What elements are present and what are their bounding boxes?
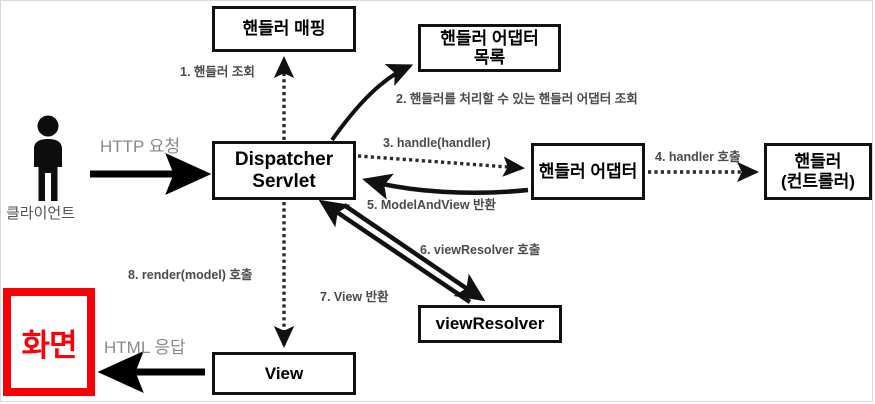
flow-label-http-request: HTTP 요청 [100, 137, 181, 156]
node-handler-mapping[interactable]: 핸들러 매핑 [212, 6, 356, 52]
flow-label-html-response: HTML 응답 [104, 338, 186, 357]
connector-view-resolver-to-dispatcher [318, 199, 472, 304]
node-screen-highlight[interactable]: 화면 [3, 288, 95, 396]
step-label-2: 2. 핸들러를 처리할 수 있는 핸들러 어댑터 조회 [396, 92, 638, 106]
step-label-3: 3. handle(handler) [383, 136, 491, 150]
client-label: 클라이언트 [6, 205, 76, 222]
node-view[interactable]: View [212, 352, 356, 395]
step-label-6: 6. viewResolver 호출 [420, 243, 541, 257]
node-handler-controller[interactable]: 핸들러 (컨트롤러) [764, 143, 872, 200]
node-handler-adapter-list[interactable]: 핸들러 어댑터 목록 [418, 24, 561, 72]
node-view-resolver[interactable]: viewResolver [418, 305, 562, 343]
step-label-1: 1. 핸들러 조회 [180, 65, 255, 79]
node-handler-adapter[interactable]: 핸들러 어댑터 [531, 143, 645, 200]
step-label-4: 4. handler 호출 [655, 150, 741, 164]
connector-dispatcher-to-adapter-list [330, 63, 414, 142]
step-label-7: 7. View 반환 [320, 290, 389, 304]
node-dispatcher-servlet[interactable]: Dispatcher Servlet [212, 141, 356, 200]
client-person-icon [34, 115, 62, 201]
connector-dispatcher-to-handler-adapter [357, 154, 526, 177]
connector-dispatcher-to-view-resolver [342, 203, 486, 302]
connector-handler-adapter-to-dispatcher [362, 173, 529, 200]
step-label-8: 8. render(model) 호출 [128, 268, 253, 282]
step-label-5: 5. ModelAndView 반환 [367, 198, 497, 212]
